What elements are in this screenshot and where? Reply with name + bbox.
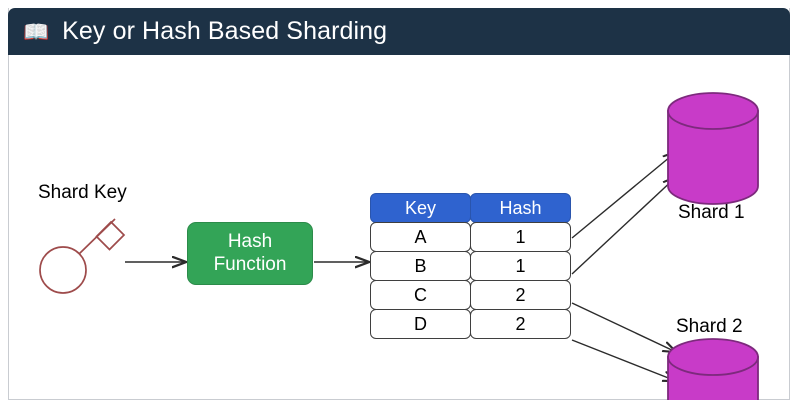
table-header-row: Key Hash bbox=[370, 193, 571, 223]
column-header-key: Key bbox=[370, 193, 471, 223]
key-hash-table: Key Hash A 1 B 1 C 2 D 2 bbox=[370, 193, 571, 339]
table-row: A 1 bbox=[370, 222, 571, 252]
arrow-row-d-to-shard-2 bbox=[571, 339, 676, 381]
table-row: B 1 bbox=[370, 251, 571, 281]
shard-1-label: Shard 1 bbox=[678, 202, 745, 223]
cell-key: C bbox=[370, 280, 471, 310]
title-bar: 📖 Key or Hash Based Sharding bbox=[8, 8, 790, 55]
table-row: C 2 bbox=[370, 280, 571, 310]
hash-function-box: Hash Function bbox=[187, 222, 313, 285]
cell-key: A bbox=[370, 222, 471, 252]
key-icon bbox=[39, 218, 126, 294]
page-title: Key or Hash Based Sharding bbox=[62, 17, 388, 45]
arrow-row-b-to-shard-1 bbox=[571, 177, 676, 275]
arrow-row-a-to-shard-1 bbox=[571, 152, 676, 239]
cell-hash: 1 bbox=[470, 251, 571, 281]
hash-function-line-1: Hash bbox=[227, 231, 273, 253]
arrow-row-c-to-shard-2 bbox=[571, 302, 676, 352]
shard-key-label: Shard Key bbox=[38, 182, 127, 203]
shard-2-cylinder bbox=[667, 338, 759, 400]
cell-hash: 2 bbox=[470, 309, 571, 339]
shard-1-cylinder bbox=[667, 92, 759, 205]
open-book-icon: 📖 bbox=[23, 20, 50, 44]
cell-key: D bbox=[370, 309, 471, 339]
cell-key: B bbox=[370, 251, 471, 281]
table-row: D 2 bbox=[370, 309, 571, 339]
shard-2-label: Shard 2 bbox=[676, 316, 743, 337]
cell-hash: 2 bbox=[470, 280, 571, 310]
cell-hash: 1 bbox=[470, 222, 571, 252]
column-header-hash: Hash bbox=[470, 193, 571, 223]
hash-function-line-2: Function bbox=[213, 253, 287, 275]
